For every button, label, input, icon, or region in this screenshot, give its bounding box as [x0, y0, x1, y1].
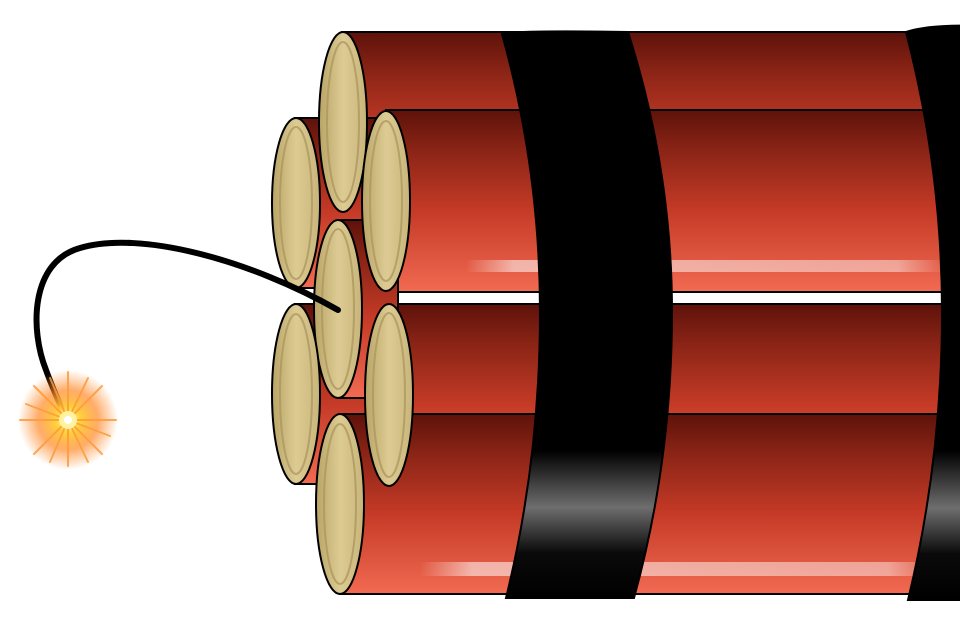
stick-end-bottom	[315, 413, 365, 595]
stick-end-upper-right	[361, 110, 411, 292]
stick-end-top	[318, 31, 368, 213]
spark-icon	[18, 370, 118, 470]
stick-end-lower-right	[364, 303, 414, 487]
band-right	[904, 24, 960, 601]
band-icon	[500, 30, 674, 599]
stick-upper-right	[385, 109, 960, 293]
stick-end-lower-left	[271, 303, 321, 485]
